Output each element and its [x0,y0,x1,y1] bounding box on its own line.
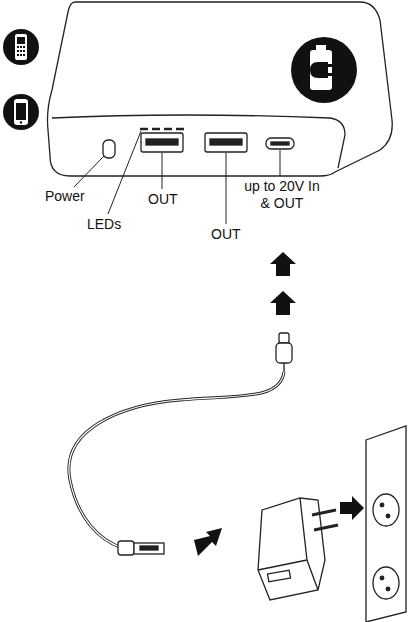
charging-icon [291,37,357,103]
smartphone-icon [3,94,39,130]
port-label: OUT [211,226,241,243]
port-label: up to 20V In & OUT [238,178,326,212]
wall-socket [366,426,406,622]
power-bank [48,2,393,176]
port-label: OUT [148,191,178,208]
phone-icon [3,29,39,65]
wall-charger [258,498,338,600]
usb-cable [69,333,292,555]
part-label: LEDs [87,216,121,233]
part-label: Power [45,188,85,205]
leader-line [74,131,280,224]
